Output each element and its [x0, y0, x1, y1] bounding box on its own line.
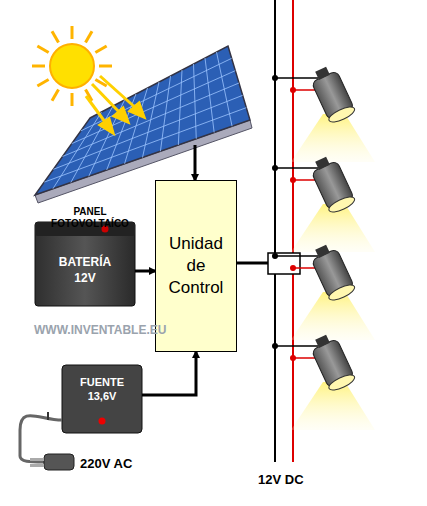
- node-text: Unidad de Control: [163, 233, 229, 299]
- arrow-connector: [135, 270, 155, 273]
- arrow-connector: [194, 145, 197, 180]
- watermark: WWW.INVENTABLE.EU: [34, 323, 166, 337]
- power-supply: FUENTE 13,6V: [62, 365, 142, 413]
- bus-label: 12V DC: [258, 472, 304, 487]
- control-unit: Unidad de Control: [155, 180, 237, 352]
- solar-panel: PANEL FOTOVOLTAÍCO: [30, 40, 255, 200]
- arrow-connector: [142, 352, 196, 395]
- node-text: BATERÍA 12V: [50, 255, 120, 286]
- node-text: FUENTE 13,6V: [67, 375, 137, 404]
- node-text: PANEL FOTOVOLTAÍCO: [40, 206, 140, 229]
- battery: BATERÍA 12V: [35, 236, 135, 306]
- voltage-label: 220V AC: [80, 456, 132, 471]
